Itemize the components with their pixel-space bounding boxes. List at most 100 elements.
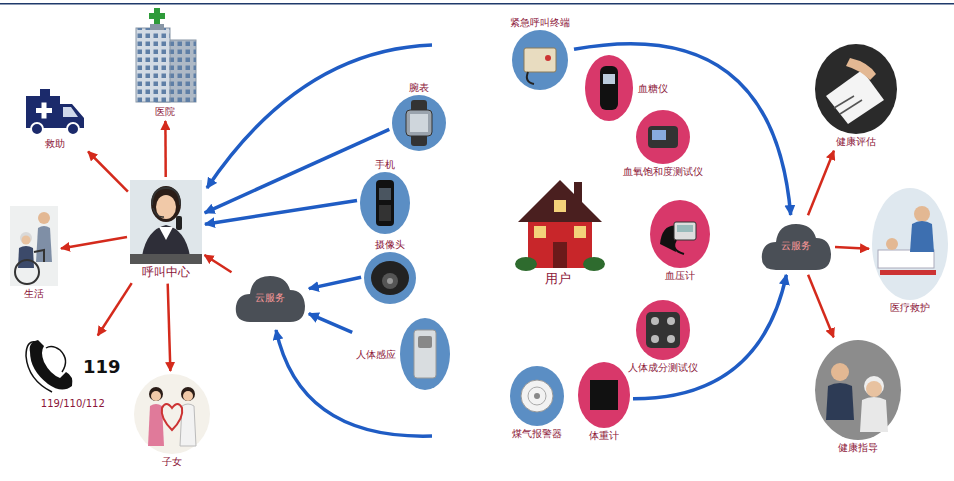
medical-rescue-photo	[878, 250, 934, 268]
data-flow-arrow	[309, 314, 352, 333]
health-guidance-photo	[864, 376, 884, 396]
service-node: 健康评估	[815, 44, 897, 148]
medical-rescue-photo	[872, 188, 948, 300]
children-photo	[181, 387, 195, 401]
operator-photo	[159, 227, 173, 240]
medical-rescue-photo	[914, 206, 930, 222]
device-node: 摄像头	[364, 238, 416, 304]
cloud-shape	[236, 276, 305, 322]
ambulance-icon	[40, 89, 50, 96]
camera-icon	[371, 261, 409, 295]
house-icon	[515, 180, 605, 271]
ambulance-icon	[26, 89, 84, 135]
children-photo	[183, 391, 193, 401]
house-icon	[554, 200, 566, 212]
device-node: 手机	[360, 158, 410, 234]
data-flow-arrow	[574, 44, 791, 215]
house-icon	[518, 180, 602, 222]
house-icon	[534, 226, 546, 238]
hospital-icon	[136, 8, 196, 102]
children-photo	[149, 387, 163, 401]
medical-rescue-photo	[872, 188, 948, 300]
ambulance-icon	[67, 123, 79, 135]
data-flow-arc	[276, 330, 432, 436]
node-label: 健康评估	[835, 135, 877, 148]
assessment-photo	[815, 44, 897, 134]
ambulance-icon	[31, 123, 43, 135]
house-icon	[553, 242, 567, 268]
data-flow-arc	[207, 45, 432, 188]
node-label: 人体成分测试仪	[627, 361, 699, 374]
weight-scale-icon	[578, 362, 630, 428]
blood-pressure-icon	[650, 200, 710, 268]
node-label: 血压计	[664, 269, 696, 282]
device-node: 体重计	[578, 362, 630, 442]
body-composition-icon	[636, 300, 690, 360]
assessment-photo	[846, 58, 876, 80]
body-composition-icon	[636, 300, 690, 360]
assessment-photo	[826, 70, 884, 124]
cloud-node: 云服务	[760, 218, 832, 272]
node-label: 血氧饱和度测试仪	[622, 165, 704, 178]
health-guidance-photo	[815, 340, 901, 440]
watch-icon	[411, 100, 427, 146]
health-guidance-photo	[815, 340, 901, 440]
ambulance-icon	[42, 103, 47, 119]
assessment-photo	[840, 100, 862, 114]
phone-handset-icon	[46, 346, 66, 372]
operator-photo	[130, 254, 202, 264]
motion-sensor-icon	[418, 336, 432, 348]
motion-sensor-icon	[400, 318, 450, 390]
rescue-node: 救助	[24, 86, 86, 150]
device-node: 人体感应	[355, 318, 450, 390]
node-label: 救助	[44, 137, 66, 150]
blood-pressure-icon	[674, 240, 684, 254]
service-arrow	[205, 255, 232, 272]
medical-rescue-photo	[886, 238, 898, 250]
service-arrow	[61, 237, 127, 248]
blood-pressure-icon	[650, 200, 710, 268]
motion-sensor-icon	[400, 318, 450, 390]
data-flow-arrow	[633, 275, 786, 399]
node-label: 用户	[544, 271, 572, 288]
node-label: 手机	[374, 158, 396, 171]
node-label: 云服务	[780, 239, 812, 252]
watch-icon	[406, 110, 432, 136]
house-icon	[515, 257, 537, 271]
watch-icon	[392, 95, 446, 151]
children-photo	[151, 391, 161, 401]
device-node: 血氧饱和度测试仪	[622, 110, 704, 178]
mobile-phone-icon	[379, 188, 391, 200]
service-arrow	[164, 121, 167, 177]
node-label: 健康指导	[837, 441, 879, 454]
body-composition-icon	[651, 317, 659, 325]
node-label: 腕表	[408, 81, 430, 94]
device-node: 血糖仪	[585, 55, 669, 121]
emergency-number-node: 119119/110/112	[24, 338, 122, 410]
children-photo	[134, 374, 210, 454]
service-arrow	[88, 152, 128, 192]
medical-rescue-photo	[880, 270, 936, 275]
node-label: 体重计	[588, 429, 620, 442]
oximeter-icon	[636, 110, 690, 164]
glucose-meter-icon	[603, 74, 615, 84]
blood-pressure-icon	[677, 225, 693, 232]
gas-alarm-icon	[528, 387, 546, 405]
data-flow-arrow	[309, 277, 361, 288]
gas-alarm-icon	[510, 366, 564, 426]
camera-icon	[387, 278, 393, 284]
node-label: 呼叫中心	[141, 265, 191, 281]
top-rule	[0, 3, 954, 5]
children-photo	[162, 404, 183, 430]
device-node: 血压计	[650, 200, 710, 282]
phone-handset-icon	[26, 342, 52, 392]
camera-icon	[364, 252, 416, 304]
emergency-terminal-icon	[512, 30, 568, 90]
emergency-terminal-icon	[524, 48, 556, 72]
node-label: 子女	[161, 455, 183, 468]
children-photo	[134, 374, 210, 454]
call-center-node: 呼叫中心	[130, 180, 202, 281]
medical-rescue-photo	[910, 221, 934, 252]
elderly-photo	[22, 236, 31, 245]
elderly-photo	[10, 206, 58, 286]
